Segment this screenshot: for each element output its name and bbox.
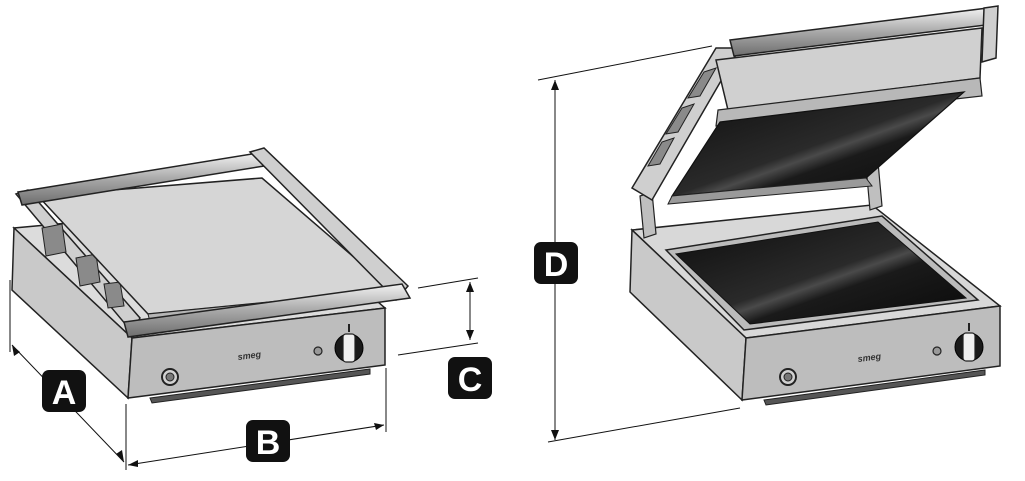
closed-right-arm bbox=[248, 147, 410, 302]
open-lid-right-arm bbox=[981, 5, 999, 64]
open-base-front bbox=[741, 305, 1001, 401]
svg-text:B: B bbox=[256, 424, 281, 462]
closed-brand-logo: smeg bbox=[237, 349, 262, 362]
closed-grill: smeg bbox=[11, 147, 412, 404]
svg-text:A: A bbox=[52, 374, 77, 412]
label-badge-a: A bbox=[42, 370, 86, 412]
closed-base-feet bbox=[149, 368, 371, 404]
open-brand-logo: smeg bbox=[857, 351, 882, 364]
open-indicator-light bbox=[932, 346, 942, 356]
closed-front-handle bbox=[123, 283, 412, 338]
open-grill: smeg bbox=[629, 5, 1002, 406]
open-control-knob bbox=[954, 323, 984, 362]
open-bottom-plate bbox=[674, 221, 968, 325]
closed-control-knob bbox=[334, 324, 364, 363]
label-badge-c: C bbox=[448, 357, 492, 399]
svg-text:C: C bbox=[458, 361, 483, 399]
dimension-arrowheads bbox=[12, 80, 559, 467]
open-base-feet bbox=[763, 369, 986, 406]
closed-base-front bbox=[127, 307, 386, 399]
closed-frame-slots bbox=[41, 223, 125, 309]
open-lid-arm-slots bbox=[647, 67, 718, 167]
label-badge-d: D bbox=[534, 242, 578, 284]
closed-indicator-light bbox=[313, 346, 323, 356]
label-badge-b: B bbox=[246, 420, 290, 462]
open-lid-glass-rim bbox=[667, 177, 873, 205]
svg-text:D: D bbox=[544, 246, 569, 284]
